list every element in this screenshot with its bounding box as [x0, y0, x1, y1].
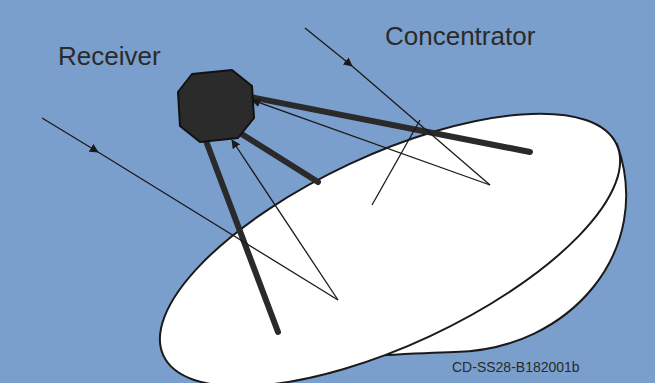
part-label: Receiver — [58, 42, 161, 71]
receiver-body — [178, 70, 254, 142]
figure-code: CD-SS28-B182001b — [452, 360, 580, 375]
support-struts — [200, 95, 530, 332]
concentrator-rim — [123, 58, 655, 383]
part-label: Concentrator — [385, 22, 535, 51]
sun-rays — [42, 28, 490, 300]
